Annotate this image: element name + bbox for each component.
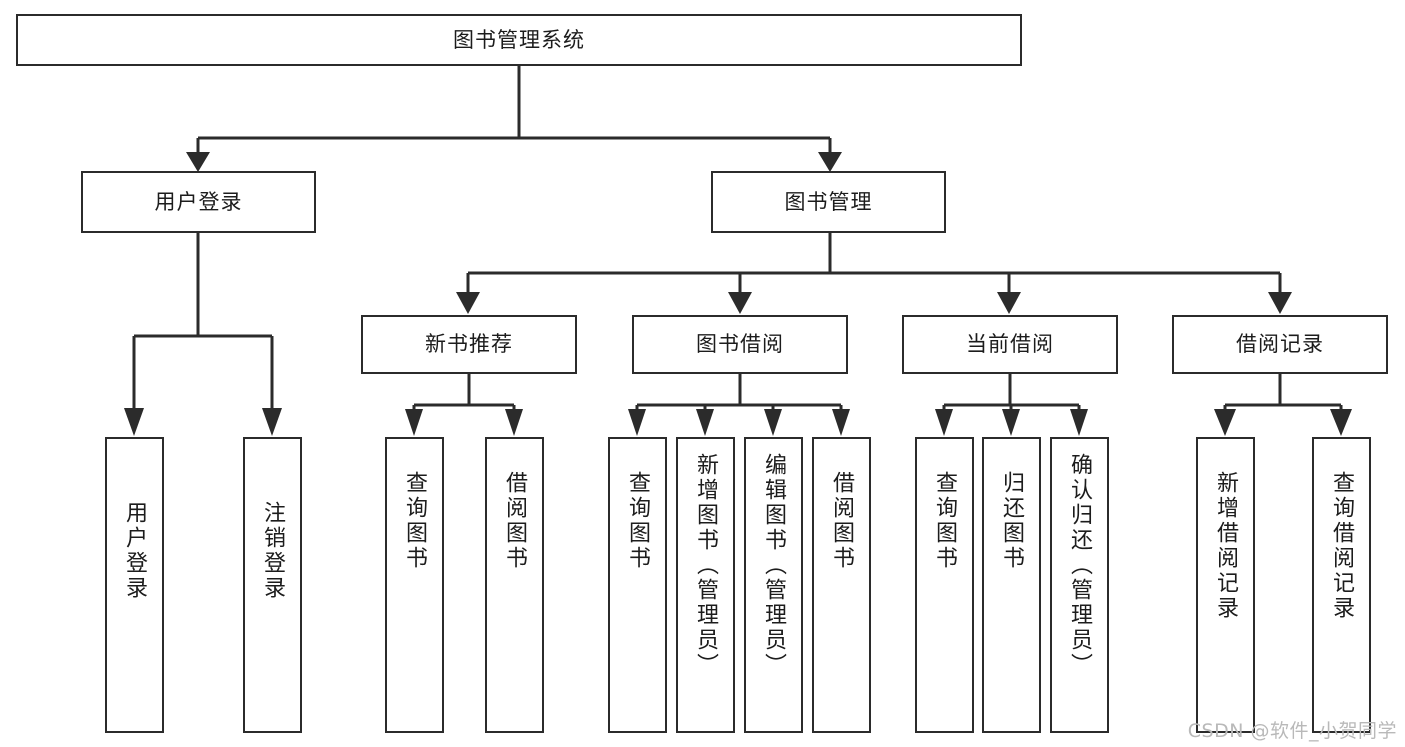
leaf-current-borrow-2-label: 归还图书 (999, 471, 1025, 571)
arrowhead-to-book-borrow (728, 292, 752, 314)
leaf-current-borrow-1-label: 查询图书 (932, 471, 958, 571)
arrowhead-leaf-newbook-2 (505, 409, 523, 436)
arrowhead-leaf-current-3 (1070, 409, 1088, 436)
node-user-login-label: 用户登录 (154, 189, 243, 214)
arrowhead-leaf-user-1 (124, 408, 144, 436)
leaf-user-login-2[interactable]: 注销登录 (243, 437, 302, 733)
node-borrow-record[interactable]: 借阅记录 (1172, 315, 1388, 374)
node-book-borrow[interactable]: 图书借阅 (632, 315, 848, 374)
node-current-borrow[interactable]: 当前借阅 (902, 315, 1118, 374)
leaf-borrow-record-2[interactable]: 查询借阅记录 (1312, 437, 1371, 733)
leaf-book-borrow-1-label: 查询图书 (625, 471, 651, 571)
arrowhead-leaf-record-1 (1214, 409, 1236, 436)
leaf-book-borrow-2-label: 新增图书（管理员） (693, 453, 719, 678)
leaf-book-borrow-4-label: 借阅图书 (829, 471, 855, 571)
arrowhead-to-new-book (456, 292, 480, 314)
leaf-current-borrow-2[interactable]: 归还图书 (982, 437, 1041, 733)
node-root-system[interactable]: 图书管理系统 (16, 14, 1022, 66)
leaf-book-borrow-4[interactable]: 借阅图书 (812, 437, 871, 733)
arrowhead-leaf-current-1 (935, 409, 953, 436)
node-book-borrow-label: 图书借阅 (696, 332, 784, 357)
csdn-watermark: CSDN @软件_小贺同学 (1187, 720, 1397, 742)
leaf-borrow-record-1[interactable]: 新增借阅记录 (1196, 437, 1255, 733)
arrowhead-leaf-newbook-1 (405, 409, 423, 436)
leaf-new-book-2[interactable]: 借阅图书 (485, 437, 544, 733)
leaf-user-login-1[interactable]: 用户登录 (105, 437, 164, 733)
arrowhead-leaf-record-2 (1330, 409, 1352, 436)
arrowhead-to-user-login (186, 152, 210, 172)
node-current-borrow-label: 当前借阅 (966, 332, 1054, 357)
leaf-book-borrow-3[interactable]: 编辑图书（管理员） (744, 437, 803, 733)
leaf-current-borrow-1[interactable]: 查询图书 (915, 437, 974, 733)
node-root-system-label: 图书管理系统 (453, 27, 585, 52)
node-book-management[interactable]: 图书管理 (711, 171, 946, 233)
node-user-login[interactable]: 用户登录 (81, 171, 316, 233)
leaf-current-borrow-3-label: 确认归还（管理员） (1067, 453, 1093, 678)
leaf-current-borrow-3[interactable]: 确认归还（管理员） (1050, 437, 1109, 733)
leaf-new-book-2-label: 借阅图书 (502, 471, 528, 571)
leaf-book-borrow-3-label: 编辑图书（管理员） (761, 453, 787, 678)
arrowhead-leaf-borrow-3 (764, 409, 782, 436)
arrowhead-to-borrow-record (1268, 292, 1292, 314)
node-new-book-recommend-label: 新书推荐 (425, 332, 513, 357)
arrowhead-to-current-borrow (997, 292, 1021, 314)
arrowhead-leaf-borrow-4 (832, 409, 850, 436)
leaf-user-login-1-label: 用户登录 (122, 501, 148, 601)
leaf-borrow-record-2-label: 查询借阅记录 (1329, 471, 1355, 621)
arrowhead-leaf-borrow-1 (628, 409, 646, 436)
leaf-new-book-1-label: 查询图书 (402, 471, 428, 571)
node-new-book-recommend[interactable]: 新书推荐 (361, 315, 577, 374)
leaf-borrow-record-1-label: 新增借阅记录 (1213, 471, 1239, 621)
node-borrow-record-label: 借阅记录 (1236, 332, 1324, 357)
arrowhead-leaf-current-2 (1002, 409, 1020, 436)
arrowhead-leaf-borrow-2 (696, 409, 714, 436)
leaf-book-borrow-2[interactable]: 新增图书（管理员） (676, 437, 735, 733)
arrowhead-to-book-mgmt (818, 152, 842, 172)
node-book-management-label: 图书管理 (784, 189, 873, 214)
arrowheads (124, 152, 1352, 436)
leaf-user-login-2-label: 注销登录 (260, 501, 286, 601)
leaf-new-book-1[interactable]: 查询图书 (385, 437, 444, 733)
leaf-book-borrow-1[interactable]: 查询图书 (608, 437, 667, 733)
arrowhead-leaf-user-2 (262, 408, 282, 436)
